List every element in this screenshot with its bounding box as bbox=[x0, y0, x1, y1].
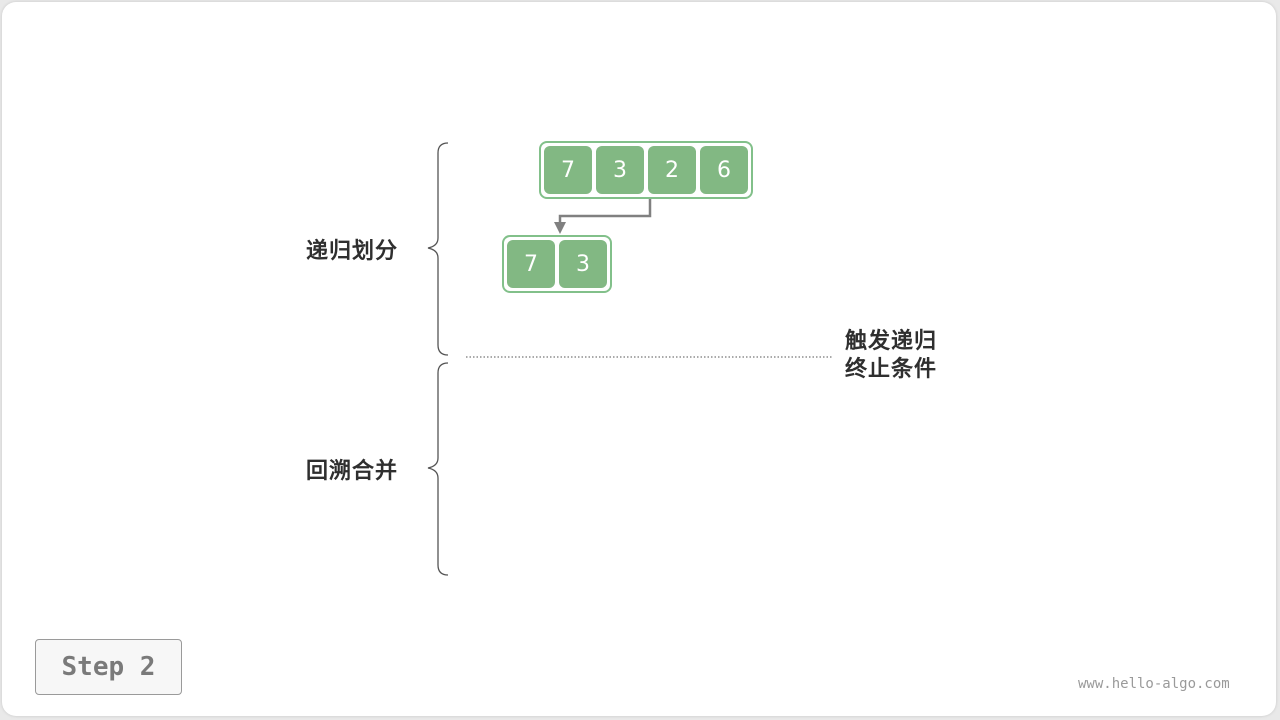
merge-brace bbox=[427, 362, 449, 576]
array-cell: 3 bbox=[559, 240, 607, 288]
left-child-array: 7 3 bbox=[502, 235, 612, 293]
array-cell: 7 bbox=[507, 240, 555, 288]
divide-brace bbox=[427, 142, 449, 356]
array-cell: 3 bbox=[596, 146, 644, 194]
step-indicator: Step 2 bbox=[35, 639, 182, 695]
termination-label-line2: 终止条件 bbox=[845, 357, 938, 382]
termination-label: 触发递归 终止条件 bbox=[845, 328, 937, 384]
divide-phase-label: 递归划分 bbox=[306, 239, 399, 264]
merge-phase-label: 回溯合并 bbox=[306, 459, 399, 484]
root-array: 7 3 2 6 bbox=[539, 141, 753, 199]
array-cell: 6 bbox=[700, 146, 748, 194]
split-arrow bbox=[558, 199, 652, 226]
array-cell: 2 bbox=[648, 146, 696, 194]
split-arrow-head bbox=[554, 222, 566, 234]
termination-label-line1: 触发递归 bbox=[845, 329, 938, 354]
watermark: www.hello-algo.com bbox=[1078, 676, 1230, 692]
array-cell: 7 bbox=[544, 146, 592, 194]
